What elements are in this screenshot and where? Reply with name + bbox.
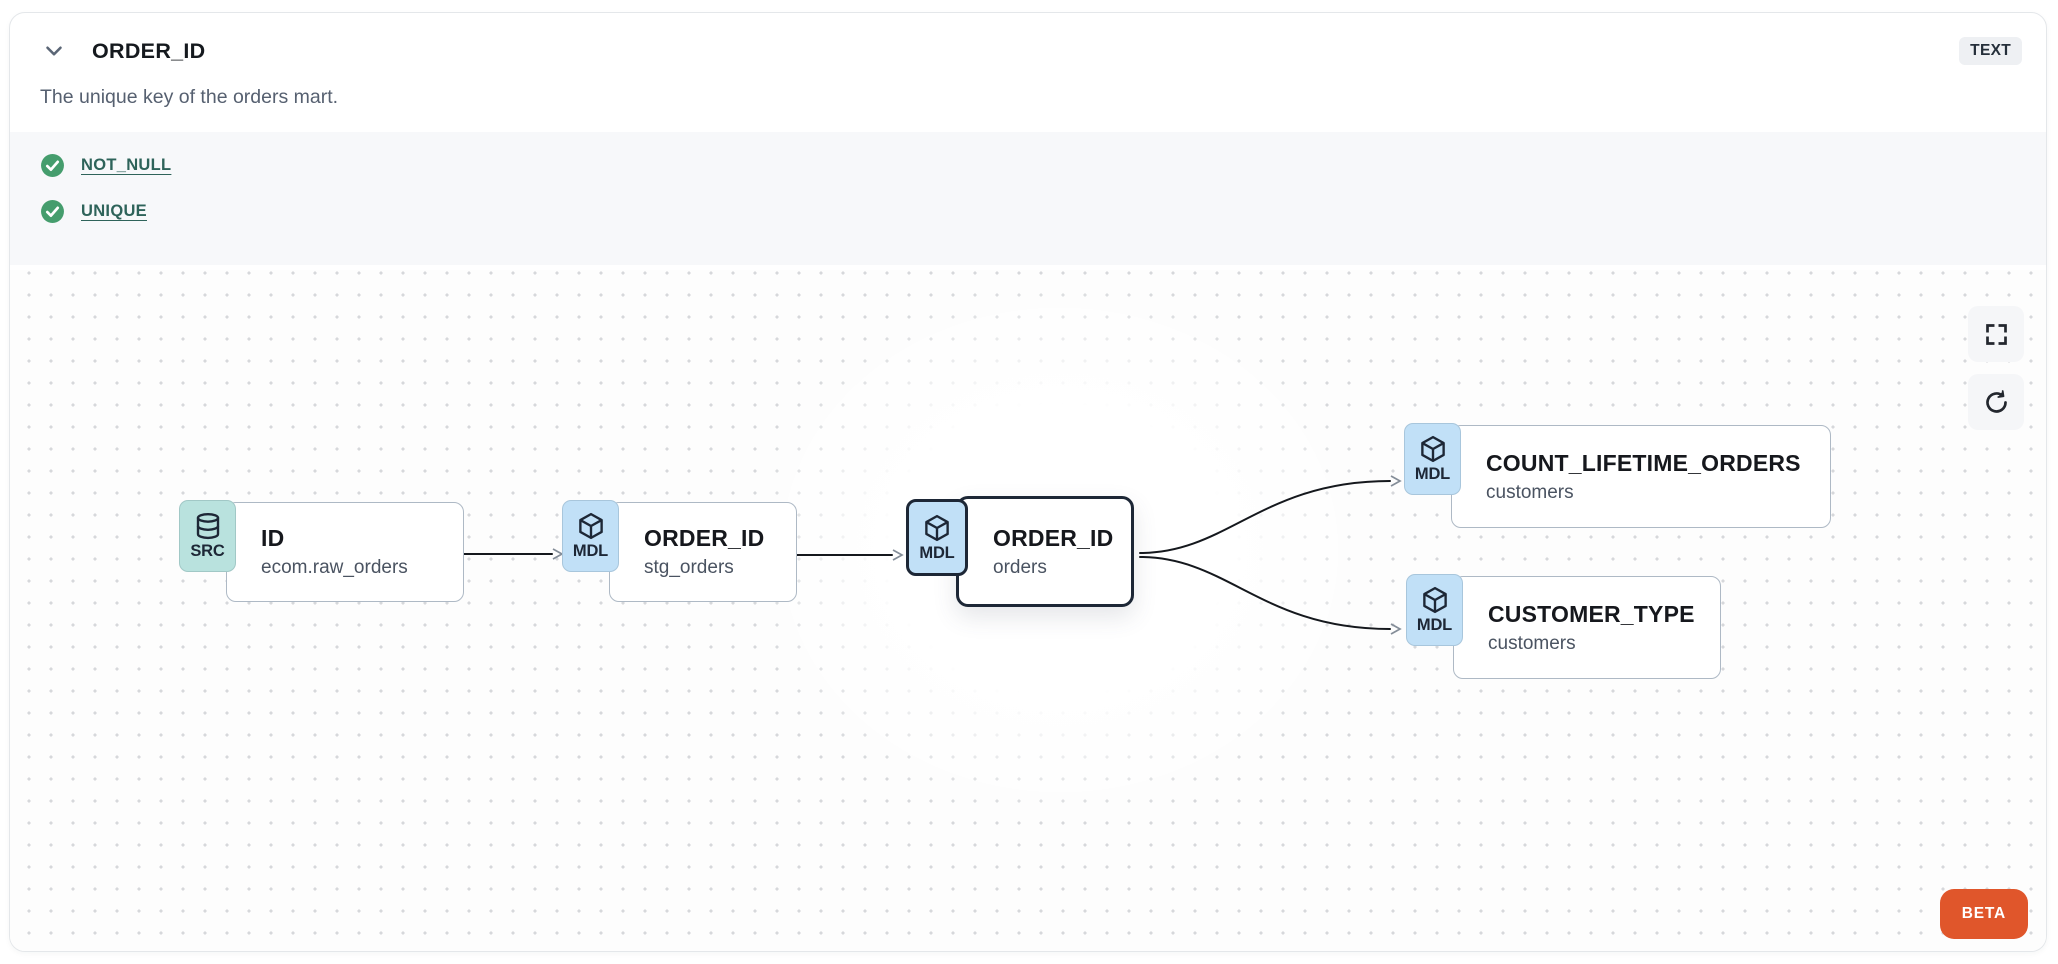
node-subtitle: stg_orders <box>644 557 734 578</box>
lineage-edges <box>455 475 1402 635</box>
node-card: ORDER_ID orders <box>956 496 1134 607</box>
node-subtitle: customers <box>1486 481 1574 503</box>
node-subtitle: ecom.raw_orders <box>261 557 408 578</box>
node-subtitle: customers <box>1488 632 1576 654</box>
refresh-icon <box>1985 389 2007 413</box>
column-title: ORDER_ID <box>92 38 206 63</box>
node-type-badge-src: SRC <box>179 500 236 572</box>
check-circle-icon <box>41 154 64 177</box>
lineage-edge <box>1139 480 1391 554</box>
lineage-node-count-lifetime-orders[interactable]: MDL COUNT_LIFETIME_ORDERS customers <box>1404 423 1831 528</box>
column-description: The unique key of the orders mart. <box>40 86 339 108</box>
lineage-canvas[interactable]: SRC ID ecom.raw_orders MDL ORDER_ID stg_… <box>10 270 2046 951</box>
node-title: ORDER_ID <box>993 524 1114 551</box>
edge-arrowhead <box>1390 475 1402 487</box>
node-badge-label: SRC <box>190 542 225 560</box>
edge-arrowhead <box>552 548 564 560</box>
node-card: COUNT_LIFETIME_ORDERS customers <box>1451 425 1831 528</box>
collapse-chevron-button[interactable] <box>40 37 68 65</box>
node-title: CUSTOMER_TYPE <box>1488 600 1695 627</box>
node-card: ORDER_ID stg_orders <box>609 502 797 602</box>
node-title: COUNT_LIFETIME_ORDERS <box>1486 449 1801 476</box>
node-badge-label: MDL <box>1414 465 1451 483</box>
beta-badge[interactable]: BETA <box>1939 889 2028 939</box>
test-row: UNIQUE <box>40 199 2016 224</box>
node-type-badge-mdl: MDL <box>1404 423 1461 495</box>
edge-arrowhead <box>892 549 904 561</box>
node-title: ID <box>261 525 285 551</box>
lineage-edge <box>1139 556 1391 630</box>
test-link-not-null[interactable]: NOT_NULL <box>81 156 172 174</box>
cube-icon <box>1422 586 1447 614</box>
node-type-badge-mdl: MDL <box>906 499 968 576</box>
node-card: ID ecom.raw_orders <box>226 502 464 602</box>
node-subtitle: orders <box>993 556 1047 578</box>
cube-icon <box>1420 435 1445 463</box>
node-type-badge-mdl: MDL <box>1406 574 1463 646</box>
data-type-badge: TEXT <box>1959 37 2022 65</box>
test-row: NOT_NULL <box>40 153 2016 178</box>
node-badge-label: MDL <box>572 542 609 560</box>
database-icon <box>196 512 219 540</box>
node-badge-label: MDL <box>919 543 955 562</box>
cube-icon <box>578 512 603 540</box>
node-type-badge-mdl: MDL <box>562 500 619 572</box>
column-details-panel: ORDER_ID TEXT The unique key of the orde… <box>9 12 2047 952</box>
node-title: ORDER_ID <box>644 525 765 551</box>
chevron-down-icon <box>46 46 62 56</box>
edge-arrowhead <box>1390 623 1402 635</box>
node-card: CUSTOMER_TYPE customers <box>1453 576 1721 679</box>
fullscreen-icon <box>1985 323 2007 345</box>
lineage-node-order-id-orders-selected[interactable]: MDL ORDER_ID orders <box>906 496 1134 607</box>
fullscreen-button[interactable] <box>1968 306 2024 362</box>
cube-icon <box>925 514 949 541</box>
check-circle-icon <box>41 200 64 223</box>
tests-section: NOT_NULL UNIQUE <box>10 132 2046 265</box>
test-link-unique[interactable]: UNIQUE <box>81 202 147 220</box>
lineage-node-customer-type[interactable]: MDL CUSTOMER_TYPE customers <box>1406 574 1721 679</box>
node-badge-label: MDL <box>1416 616 1453 634</box>
lineage-node-id-raw-orders[interactable]: SRC ID ecom.raw_orders <box>179 500 464 602</box>
lineage-node-order-id-stg-orders[interactable]: MDL ORDER_ID stg_orders <box>562 500 797 602</box>
panel-header: ORDER_ID TEXT <box>10 13 2046 65</box>
refresh-button[interactable] <box>1968 374 2024 430</box>
